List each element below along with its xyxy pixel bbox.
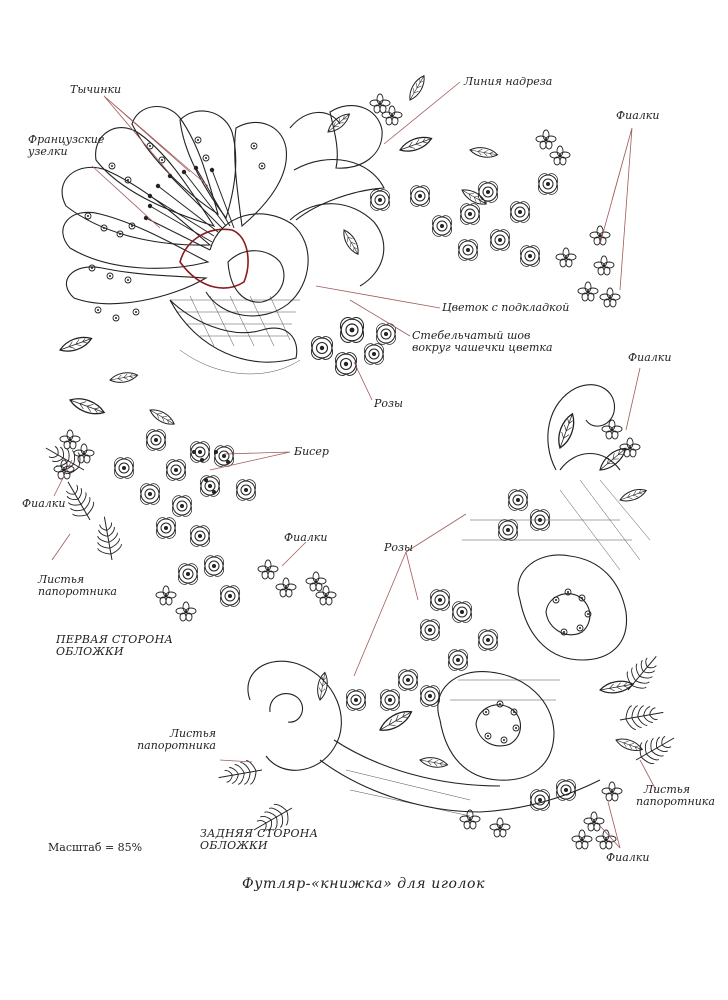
front-cover-motif [39, 73, 621, 622]
label-stamens: Тычинки [70, 83, 122, 96]
label-beads: Бисер [294, 445, 329, 458]
label-stem-stitch: Стебельчатый шов вокруг чашечки цветка [412, 329, 553, 354]
label-violets-top-right: Фиалки [616, 109, 660, 122]
label-fern-bottom-right: Листья папоротника [636, 783, 715, 808]
label-violets-bottom-right: Фиалки [606, 851, 650, 864]
label-fern-left: Листья папоротника [38, 573, 117, 598]
label-first-side: ПЕРВАЯ СТОРОНА ОБЛОЖКИ [56, 633, 174, 658]
back-cover-motif [216, 384, 681, 850]
label-roses-top: Розы [374, 397, 403, 410]
label-fern-bottom-left: Листья папоротника [137, 727, 216, 752]
label-cut-line: Линия надреза [464, 75, 553, 88]
label-violets-left: Фиалки [22, 497, 66, 510]
label-flower-padded: Цветок с подкладкой [442, 301, 570, 314]
label-violets-mid-right: Фиалки [628, 351, 672, 364]
leader-lines [51, 81, 657, 849]
label-french-knots: Французские узелки [28, 133, 105, 158]
label-roses-bottom: Розы [384, 541, 413, 554]
scale-note: Масштаб = 85% [48, 841, 143, 854]
figure-caption: Футляр-«книжка» для иголок [242, 876, 486, 892]
label-back-side: ЗАДНЯЯ СТОРОНА ОБЛОЖКИ [200, 827, 319, 852]
label-violets-center: Фиалки [284, 531, 328, 544]
